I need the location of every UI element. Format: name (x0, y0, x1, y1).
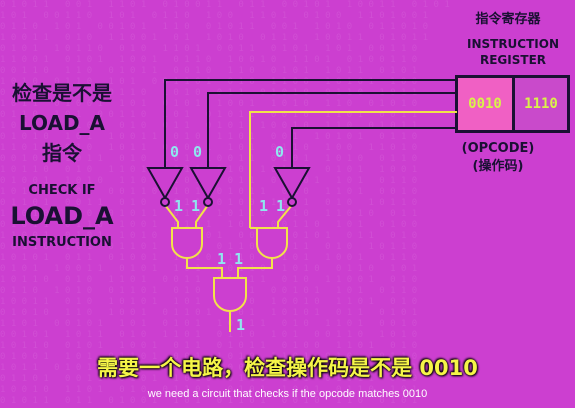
and-gate-2 (256, 227, 288, 259)
address-register-cell: 1110 (512, 75, 570, 133)
not-input-bit-3: 0 (275, 143, 285, 161)
yellow-wires (164, 111, 457, 332)
wire-not2-and1 (195, 204, 209, 228)
opcode-register-cell: 0010 (455, 75, 515, 133)
and-gates (171, 227, 288, 312)
instruction-label: INSTRUCTION (12, 235, 112, 250)
load-a-title-cn: 检查是不是 LOAD_A 指令 (0, 78, 124, 168)
not-input-bit-1: 0 (170, 143, 180, 161)
instruction-register-label-cn: 指令寄存器 (475, 12, 541, 27)
wire-bit2 (207, 92, 457, 168)
and-gate-1 (171, 227, 203, 259)
not-output-bit-1: 1 (174, 197, 184, 215)
not-gate-3-bubble (287, 197, 297, 207)
and-gate-3 (213, 277, 247, 312)
and-input-bit-4: 1 (276, 197, 286, 215)
and-output-bit-2: 1 (234, 250, 244, 268)
load-a-title-cn-text: 检查是不是 LOAD_A 指令 (12, 81, 112, 165)
final-output-bit: 1 (236, 316, 246, 334)
not-gate-3 (273, 167, 311, 201)
opcode-caption: (OPCODE) (操作码) (461, 141, 535, 174)
not-gate-1 (146, 167, 184, 201)
not-gate-2 (189, 167, 227, 201)
check-if-label: CHECK IF (28, 183, 96, 198)
not-gates (146, 167, 311, 207)
and-output-bit-1: 1 (217, 250, 227, 268)
wire-and2-and3 (237, 256, 273, 278)
opcode-value: 0010 (468, 96, 502, 112)
not-output-bit-2: 1 (191, 197, 201, 215)
wire-bit1 (249, 111, 457, 228)
wire-and1-and3 (186, 256, 223, 278)
not-gate-1-bubble (160, 197, 170, 207)
load-a-label: LOAD_A (10, 202, 114, 230)
wire-bit3 (164, 79, 457, 168)
and-input-bit-3: 1 (259, 197, 269, 215)
wire-not3-and2 (277, 204, 293, 228)
not-gate-2-bubble (203, 197, 213, 207)
not-input-bit-2: 0 (193, 143, 203, 161)
subtitle-en: we need a circuit that checks if the opc… (147, 388, 428, 400)
wire-bit0 (291, 127, 457, 168)
subtitle-cn: 需要一个电路，检查操作码是不是 0010 (97, 356, 478, 380)
wire-not1-and1 (164, 204, 179, 228)
address-value: 1110 (524, 96, 558, 112)
dark-wires (164, 79, 457, 168)
instruction-register-label: INSTRUCTION REGISTER (466, 37, 560, 67)
